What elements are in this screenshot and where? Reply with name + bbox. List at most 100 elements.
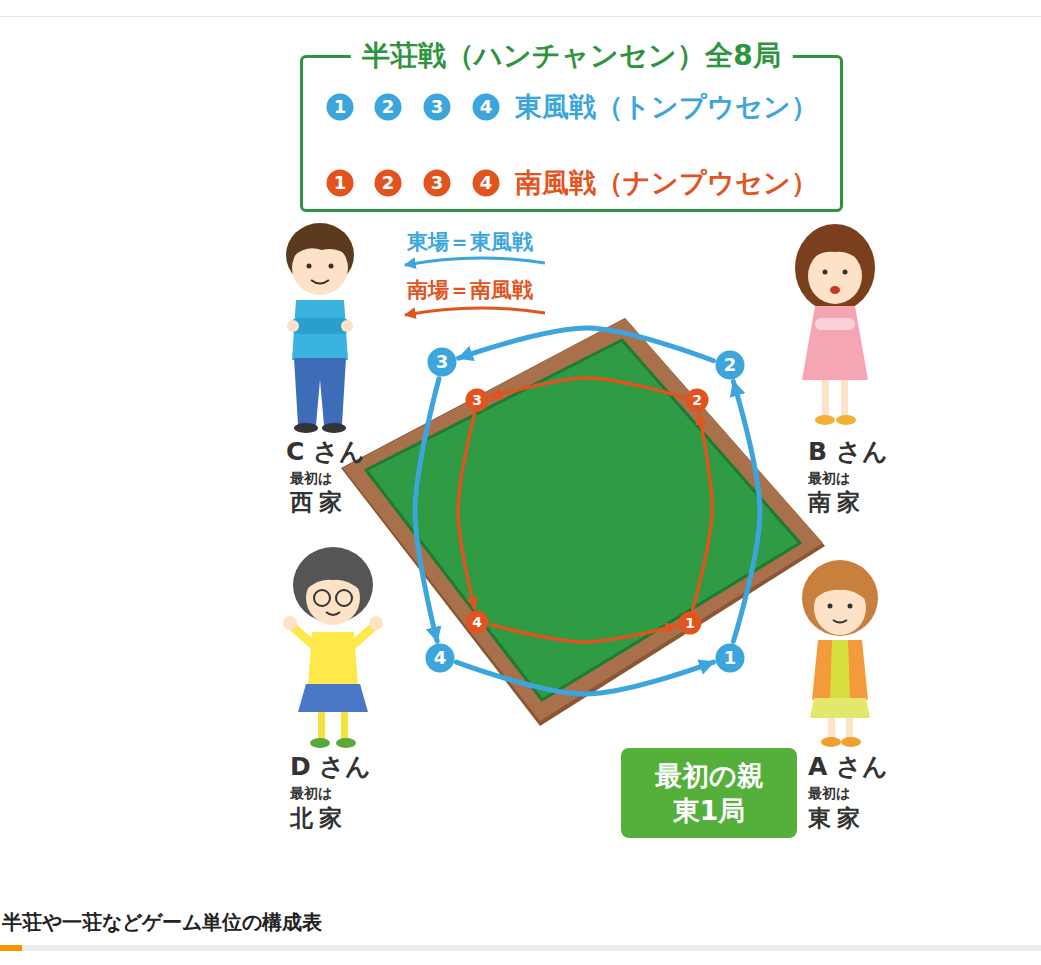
- round-number: 1: [678, 611, 702, 635]
- jeans: [294, 358, 346, 425]
- circle-fill: [424, 170, 451, 197]
- dealer-box: 最初の親 東1局: [621, 748, 796, 838]
- mouth: [830, 286, 840, 294]
- node-text: 2: [692, 393, 702, 407]
- shoe: [836, 415, 856, 425]
- circle-fill: [473, 94, 500, 121]
- circle-fill: [716, 644, 745, 673]
- node-text: 3: [436, 353, 449, 371]
- node-text: 半荘戦（ハンチャンセン）全8局: [350, 39, 792, 74]
- round-number: 4: [425, 643, 455, 673]
- hair: [306, 560, 360, 590]
- round-number: 4: [472, 93, 500, 121]
- shoe: [322, 423, 346, 433]
- leg: [828, 718, 835, 740]
- label-text: 南風戦（ナンプウセン）: [515, 167, 818, 198]
- hair: [292, 230, 350, 258]
- label-text: 西家: [290, 489, 348, 515]
- glasses: [336, 590, 352, 606]
- label-text: C さん: [286, 438, 365, 467]
- vest: [848, 640, 868, 700]
- round-number: 1: [326, 169, 354, 197]
- round-number: 3: [423, 93, 451, 121]
- round-number: 3: [427, 347, 457, 377]
- hair: [808, 230, 862, 262]
- turn-arrow: [458, 414, 475, 608]
- round-number: 3: [465, 388, 489, 412]
- hand: [287, 320, 299, 332]
- round-number: 2: [374, 169, 402, 197]
- table-rim: [343, 318, 823, 721]
- caption-text: 半荘や一荘などゲーム単位の構成表: [2, 911, 322, 934]
- hand: [341, 320, 353, 332]
- hand: [369, 616, 383, 630]
- shoe: [841, 737, 861, 747]
- node-text: 1: [334, 98, 347, 116]
- node-text: 4: [472, 615, 482, 629]
- label-text: 南場＝南風戦: [407, 278, 533, 302]
- round-number: 3: [423, 169, 451, 197]
- leg: [822, 380, 829, 415]
- turn-arrow: [733, 382, 760, 642]
- node-text: 2: [724, 356, 737, 374]
- table-shadow: [341, 318, 825, 726]
- node-text: 4: [480, 174, 493, 192]
- eye: [843, 270, 848, 275]
- heading-bar: [0, 945, 1041, 951]
- mouth: [326, 612, 340, 615]
- table-felt: [366, 340, 800, 700]
- face: [808, 248, 862, 304]
- circle-fill: [327, 94, 354, 121]
- node-text: 4: [480, 98, 493, 116]
- leg: [846, 718, 853, 740]
- label-text: 最初は: [290, 470, 332, 486]
- glasses: [314, 590, 330, 606]
- hair: [814, 570, 866, 600]
- hand: [283, 616, 297, 630]
- heading-accent: [0, 945, 22, 951]
- circle-fill: [375, 170, 402, 197]
- node-text: 2: [382, 98, 395, 116]
- skirt: [298, 684, 368, 712]
- shoe: [815, 415, 835, 425]
- circle-fill: [679, 612, 702, 635]
- leg: [318, 712, 325, 740]
- turn-arrow: [456, 662, 713, 694]
- leg: [841, 380, 848, 415]
- label-text: 東家: [808, 805, 866, 831]
- dress: [802, 306, 868, 380]
- arm: [354, 628, 372, 644]
- eye: [823, 270, 828, 275]
- node-text: 最初の親 東1局: [637, 758, 780, 828]
- circle-fill: [473, 170, 500, 197]
- label-text: 東風戦（トンプウセン）: [515, 91, 818, 122]
- leg: [341, 712, 348, 740]
- turn-arrow: [459, 328, 714, 361]
- skirt: [810, 698, 870, 718]
- circle-fill: [716, 351, 745, 380]
- circle-fill: [466, 389, 489, 412]
- eye: [848, 604, 853, 609]
- direction-arrow: [405, 308, 545, 315]
- label-text: B さん: [808, 438, 888, 467]
- eye: [329, 264, 334, 269]
- direction-arrow: [405, 258, 545, 265]
- label-text: 最初は: [290, 785, 332, 801]
- turn-arrow: [415, 379, 439, 642]
- arm: [294, 628, 312, 644]
- round-number: 1: [326, 93, 354, 121]
- circle-fill: [428, 348, 457, 377]
- shoe: [310, 738, 330, 748]
- round-number: 2: [374, 93, 402, 121]
- turn-arrow: [491, 625, 676, 642]
- turn-arrow: [491, 378, 684, 397]
- shirt: [308, 632, 358, 686]
- label-text: 東場＝東風戦: [407, 230, 533, 254]
- page-rule: [0, 16, 1041, 17]
- node-text: 1: [724, 649, 737, 667]
- circle-fill: [327, 170, 354, 197]
- shoe: [821, 737, 841, 747]
- circle-fill: [466, 611, 489, 634]
- round-number: 4: [472, 169, 500, 197]
